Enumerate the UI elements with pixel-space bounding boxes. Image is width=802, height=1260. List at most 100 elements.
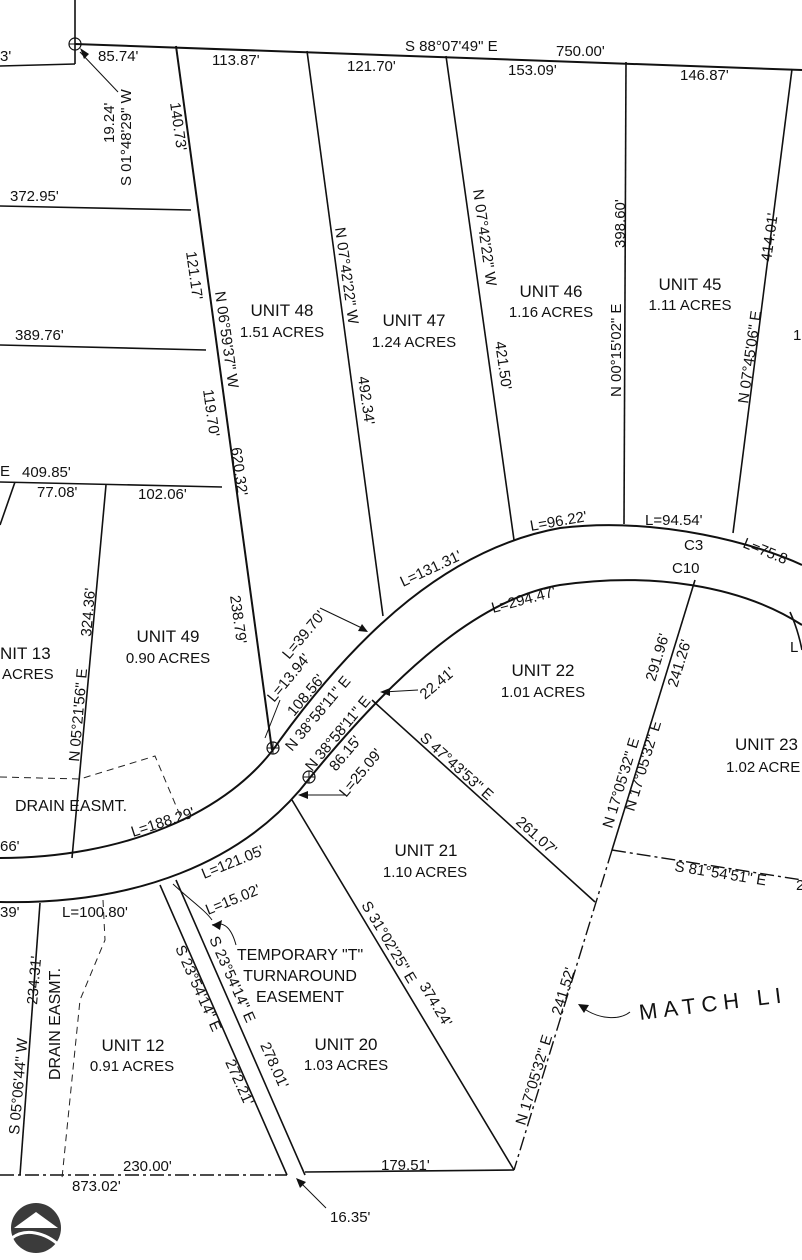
unit-name: UNIT 21 [395,841,458,860]
lot-line-324 [71,484,107,859]
unit-acres: 1.51 ACRES [240,324,324,341]
leader-arrows [79,48,631,1209]
dimension-label: 421.50' [491,340,515,391]
lot-line-398 [623,61,627,525]
dimension-label: 22.41' [417,664,459,703]
notes: TEMPORARY "T" TURNAROUND EASEMENT MATCH … [237,947,789,1025]
leader-15-02 [172,883,213,921]
curve-length-label: L=100.80' [62,904,128,921]
bearing-label: S 31°02'25" E [358,898,420,986]
dimension-label: 16.35' [330,1209,371,1226]
dimension-label: 179.51' [381,1157,430,1174]
dimension-label: 66' [0,838,20,855]
turnaround-note-line-3: EASEMENT [256,989,344,1006]
curve-length-label: L=75.8 [741,535,790,568]
leader-39-70 [319,607,367,631]
curve-label: C10 [672,560,700,577]
lot-line-s81 [611,849,802,881]
turnaround-line-272 [159,884,288,1176]
boundary-line [0,63,76,67]
dimension-label: 230.00' [123,1158,172,1175]
unit-acres: 1.11 ACRES [648,297,731,314]
dimension-label: 113.87' [212,52,260,69]
unit-name: UNIT 49 [137,627,200,646]
unit-acres: 1.02 ACRE [726,759,800,776]
unit-labels: UNIT 48 1.51 ACRES UNIT 47 1.24 ACRES UN… [0,275,800,1075]
leader-19-24 [79,51,119,93]
arrowhead [298,791,308,799]
dimension-label: 39' [0,904,20,921]
unit-acres: 1.16 ACRES [509,304,593,321]
turnaround-note-line-1: TEMPORARY "T" [237,947,363,964]
dimension-label: L [790,639,798,656]
dimension-label: 146.87' [680,67,729,84]
curve-label: C3 [684,537,703,554]
unit-name: UNIT 22 [512,661,575,680]
bearing-label: S 05°06'44" W [6,1037,31,1136]
dimension-label: 414.01' [758,212,782,263]
road-south-edge [0,579,802,904]
dimension-label: 389.76' [15,327,64,344]
lot-line-414 [732,68,793,534]
dimension-label: 1 [793,327,801,344]
dimension-label: E [0,463,10,480]
unit-name: UNIT 46 [520,282,583,301]
monument-marker-icon [302,770,316,784]
dimension-label: 278.01' [256,1040,291,1092]
monument-marker-icon [266,741,280,755]
dimension-label: 2 [796,877,802,894]
unit-acres: 1.03 ACRES [304,1057,388,1074]
dimension-label: 102.06' [138,486,187,503]
lot-line-620 [175,45,273,751]
unit-acres: 1.10 ACRES [383,864,467,881]
bearing-label: S 01°48'29" W [118,88,135,186]
unit-acres: 1.01 ACRES [501,684,585,701]
unit-name: UNIT 47 [383,311,446,330]
arrowhead [578,1004,589,1013]
dimension-label: 140.73' [166,101,190,152]
leader-match-line [582,1007,631,1018]
dimension-label: 3' [0,48,11,65]
dimension-label: 241.52' [549,965,580,1017]
unit-name: UNIT 45 [659,275,722,294]
dimension-label: 238.79' [226,594,250,645]
dimension-label: 121.17' [182,250,206,301]
dimension-label: 19.24' [101,102,118,143]
dimension-label: 873.02' [72,1178,121,1195]
bearing-label: S 81°54'51" E [673,858,767,889]
dimension-labels: S 88°07'49" E 750.00' 85.74' 113.87' 121… [0,38,802,1226]
drain-easement-north [0,755,183,821]
unit-name: UNIT 48 [251,301,314,320]
unit-name: NIT 13 [0,644,51,663]
rotated-labels: 19.24' S 01°48'29" W 140.73' 121.17' N 0… [6,88,790,1135]
top-boundary-line [74,43,802,71]
lot-line-261 [371,699,596,903]
unit-acres: 1.24 ACRES [372,334,456,351]
dimension-label: 374.24' [416,979,456,1030]
lot-line-492 [306,50,384,617]
bearing-label: N 07°42'22" W [331,226,362,326]
unit-acres: 0.90 ACRES [126,650,210,667]
curve-fragment [789,611,802,651]
drain-easement-south [61,899,106,1179]
arrowhead [380,688,390,696]
bearing-label: N 07°42'22" W [469,188,500,288]
lot-line-234 [19,902,41,1176]
drain-easement-label: DRAIN EASMT. [47,968,64,1080]
lot-line-374 [291,799,515,1171]
curve-length-label: L=94.54' [645,512,703,529]
drain-easements [0,755,183,1179]
arrowhead [358,624,368,632]
arrowhead [296,1178,306,1188]
unit-name: UNIT 23 [735,735,798,754]
unit-acres: ACRES [2,666,54,683]
turnaround-line-278 [175,879,306,1176]
bottom-boundary-179 [304,1169,515,1173]
lot-lines [0,0,802,1176]
lot-line-421 [445,55,515,541]
curve-length-label: L=96.22' [529,508,589,535]
dimension-label: 85.74' [98,48,139,65]
arrowhead [212,920,222,930]
dimension-label: 750.00' [556,43,605,60]
